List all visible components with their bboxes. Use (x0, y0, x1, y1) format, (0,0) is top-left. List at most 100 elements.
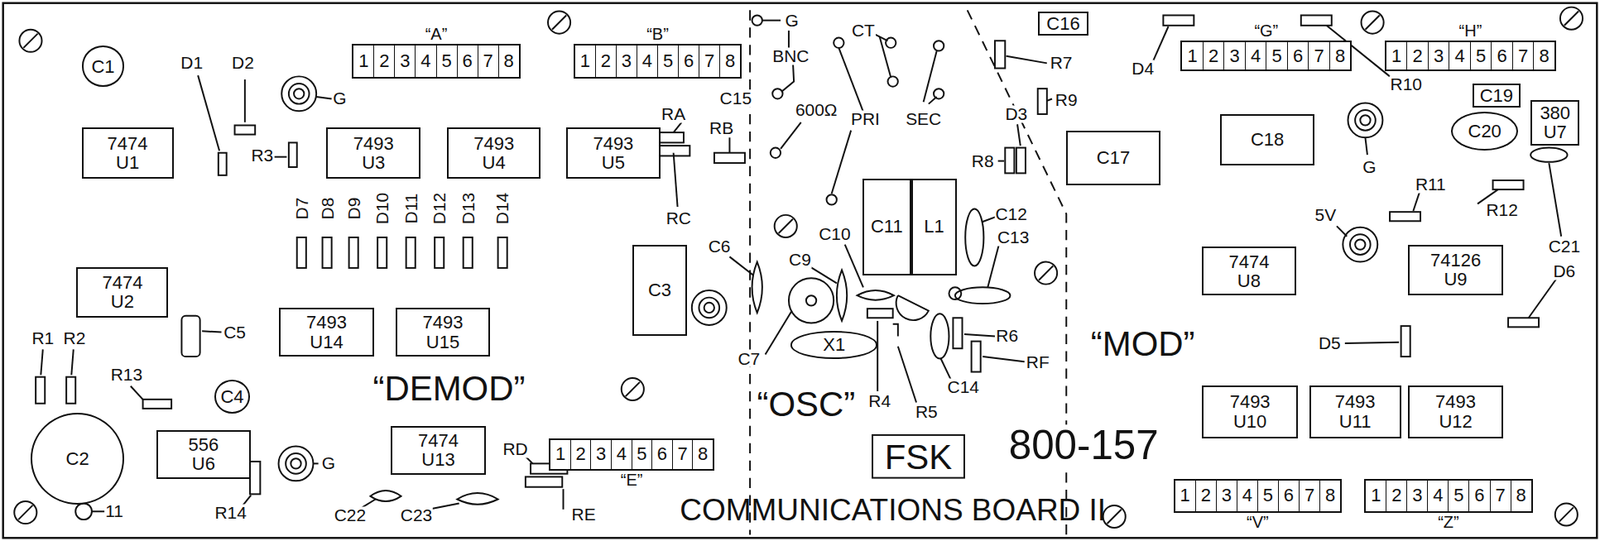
part-label: R13 (110, 366, 144, 385)
connector-strip: “G”12345678 (1180, 40, 1352, 72)
pin-number: 8 (499, 45, 519, 77)
pin-number: 5 (1470, 42, 1493, 70)
part-label: C14 (946, 379, 981, 397)
component-box: C3 (632, 245, 687, 337)
part-label: 600Ω (794, 101, 839, 120)
pin-number: 8 (1320, 480, 1341, 512)
board-title: COMMUNICATIONS BOARD II (678, 494, 1107, 525)
component-box: 74126U9 (1407, 245, 1504, 297)
part-label: C10 (817, 225, 851, 244)
part-label: RF (1025, 354, 1051, 372)
pin-number: 1 (1386, 42, 1408, 70)
component-label: U3 (361, 153, 385, 173)
part-label: D13 (459, 192, 477, 226)
part-label: D8 (318, 196, 337, 222)
part-label: FSK (884, 440, 954, 476)
component-label: 7474 (1228, 252, 1269, 272)
pin-number: 4 (1427, 480, 1449, 512)
component-box: 7493U15 (395, 307, 490, 357)
component-box: 7493U11 (1309, 385, 1402, 439)
pin-number: 1 (1181, 42, 1204, 70)
pin-number: 6 (1278, 480, 1300, 512)
part-label: R2 (62, 329, 87, 347)
component-label: 74126 (1430, 250, 1481, 270)
connector-name: “H” (1386, 21, 1555, 41)
connector-name: “E” (550, 470, 713, 491)
component-label: 7493 (353, 134, 394, 154)
part-label: R9 (1054, 91, 1079, 109)
pin-number: 2 (374, 45, 395, 77)
pin-number: 6 (1491, 42, 1514, 70)
pin-number: 7 (672, 440, 694, 470)
pin-number: 3 (1224, 42, 1246, 70)
part-label: R5 (914, 403, 939, 421)
part-label: R12 (1484, 201, 1519, 219)
pin-number: 4 (1449, 42, 1471, 70)
pin-number: 4 (415, 45, 437, 77)
component-box: C18 (1220, 114, 1314, 166)
component-label: U5 (601, 153, 625, 173)
part-label: C6 (707, 238, 732, 256)
component-label: U12 (1438, 412, 1472, 432)
part-label: D4 (1130, 59, 1155, 77)
pin-number: 5 (658, 45, 679, 77)
connector-name: “V” (1175, 513, 1341, 533)
part-label: C9 (787, 251, 813, 270)
part-label: D11 (402, 192, 420, 226)
part-label: C7 (736, 350, 761, 368)
pin-number: 2 (1407, 42, 1429, 70)
part-label: D6 (1551, 262, 1576, 280)
component-label: L1 (923, 216, 944, 236)
pin-number: 8 (692, 440, 713, 470)
pin-number: 8 (1533, 42, 1555, 70)
component-label: U13 (421, 450, 455, 470)
connector-name: “G” (1181, 21, 1351, 41)
pin-number: 5 (1266, 42, 1288, 70)
component-label: 7493 (422, 312, 464, 332)
pin-number: 7 (1490, 480, 1512, 512)
part-label: RB (708, 120, 735, 138)
pin-number: 3 (1216, 480, 1238, 512)
pin-number: 4 (1245, 42, 1268, 70)
component-label: C2 (66, 449, 90, 469)
component-box: 7493U14 (278, 307, 375, 357)
part-label: R4 (867, 393, 892, 411)
part-label: CT (850, 21, 876, 39)
component-label: U4 (482, 153, 506, 173)
component-label: X1 (822, 335, 846, 355)
pin-number: 5 (1258, 480, 1279, 512)
component-box: 7493U5 (566, 127, 660, 179)
part-label: 5V (1314, 206, 1338, 224)
pin-number: 4 (611, 440, 633, 470)
part-label: “MOD” (1090, 326, 1197, 362)
component-circle: C4 (214, 379, 250, 414)
pin-number: 8 (720, 45, 740, 77)
part-label: C5 (222, 323, 247, 342)
pin-number: 5 (437, 45, 458, 77)
component-box: C16 (1037, 11, 1090, 36)
pin-number: 6 (652, 440, 673, 470)
part-label: D14 (493, 192, 511, 226)
part-label: G (1361, 158, 1377, 177)
component-label: U2 (110, 292, 135, 312)
component-circle: C1 (81, 45, 125, 87)
component-label: 7493 (473, 134, 515, 154)
pin-number: 5 (632, 440, 654, 470)
part-label: RA (660, 105, 687, 123)
part-label: R11 (1414, 175, 1447, 193)
component-label: 7493 (1335, 392, 1376, 412)
part-label: 800-157 (1008, 425, 1160, 467)
part-label: 11 (104, 503, 125, 521)
connector-strip: “E”12345678 (548, 438, 715, 471)
part-label: D10 (374, 192, 392, 226)
connector-strip: “H”12345678 (1384, 40, 1557, 72)
component-box: C17 (1066, 130, 1160, 187)
component-label: C16 (1046, 14, 1080, 34)
part-label: C15 (719, 90, 753, 108)
pin-number: 2 (1386, 480, 1408, 512)
pin-number: 7 (1513, 42, 1535, 70)
component-box: 556U6 (156, 430, 252, 480)
component-label: C11 (870, 216, 904, 236)
component-label: C1 (91, 57, 115, 77)
component-box: 380U7 (1530, 100, 1580, 146)
